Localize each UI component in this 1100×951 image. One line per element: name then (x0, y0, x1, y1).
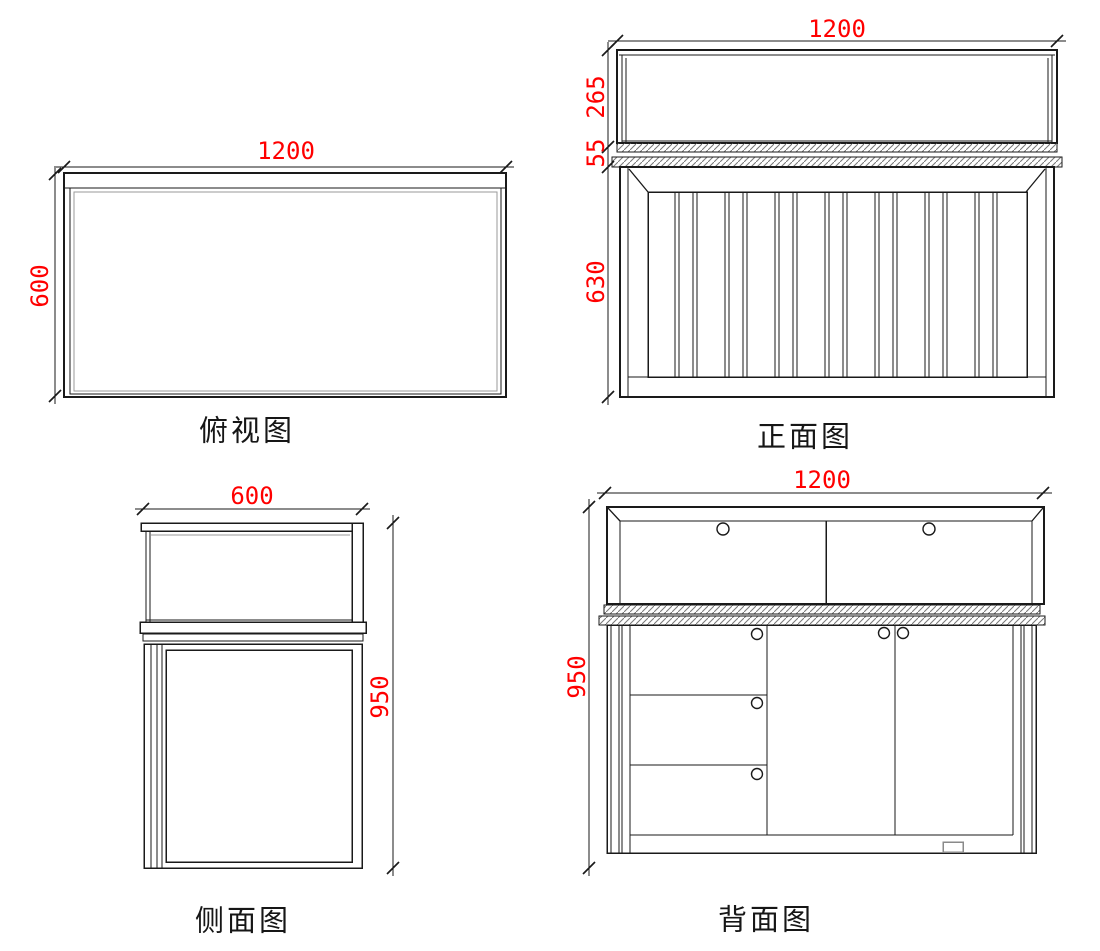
dimension-tick (582, 500, 596, 514)
back-view-width-dim: 1200 (793, 466, 851, 494)
finger-hole (877, 626, 891, 640)
finger-hole (750, 696, 764, 710)
back-counter-hatch-band (603, 604, 1041, 615)
top-view-label: 俯视图 (198, 413, 296, 448)
back-base-outline (606, 624, 1037, 854)
front-slat (992, 191, 998, 378)
side-top-slab (140, 522, 353, 532)
dimension-tick (598, 486, 612, 500)
cabinet-outline (73, 191, 498, 392)
back-view-label: 背面图 (717, 902, 815, 937)
front-counter-hatch-band (616, 142, 1058, 153)
front-slat (692, 191, 698, 378)
front-view-base-dim: 630 (582, 260, 610, 304)
front-slat-panel (647, 191, 1028, 378)
dimension-tick (48, 389, 62, 403)
back-bevel-line (607, 507, 621, 522)
finger-hole (750, 767, 764, 781)
front-slat (674, 191, 680, 378)
front-view-label: 正面图 (756, 419, 854, 454)
front-base-outline (619, 166, 1055, 398)
front-counter-hatch-band (611, 156, 1063, 168)
dimension-tick (601, 390, 615, 404)
side-back-post (351, 522, 364, 623)
back-counter-hatch-band (598, 615, 1046, 626)
side-base-outline (143, 643, 363, 869)
finger-hole (750, 627, 764, 641)
front-slat (874, 191, 880, 378)
front-slat (974, 191, 980, 378)
cabinet-outline (69, 187, 502, 395)
dimension-tick (355, 502, 369, 516)
dimension-tick (582, 861, 596, 875)
front-slat (924, 191, 930, 378)
finger-hole (716, 522, 730, 536)
side-view-label: 侧面图 (194, 903, 292, 938)
dimension-tick (57, 160, 71, 174)
front-slat (774, 191, 780, 378)
finger-hole (922, 522, 936, 536)
front-slat (892, 191, 898, 378)
dimension-tick (386, 861, 400, 875)
front-slat (824, 191, 830, 378)
front-slat (792, 191, 798, 378)
cabinet-outline (63, 172, 507, 398)
front-slat (942, 191, 948, 378)
front-bevel-line (1025, 168, 1046, 193)
back-bevel-line (1031, 507, 1044, 522)
front-bevel-line (628, 168, 649, 193)
front-slat (842, 191, 848, 378)
dimension-tick (601, 160, 615, 174)
dimension-tick (1050, 34, 1064, 48)
front-display-case-outline (616, 49, 1058, 144)
front-view-counter-dim: 55 (582, 138, 610, 168)
back-kick-vent (942, 841, 964, 853)
dimension-tick (601, 43, 615, 57)
cabinet-outline (142, 633, 364, 642)
dimension-tick (136, 502, 150, 516)
top-view-width-dim: 1200 (257, 137, 315, 165)
front-slat (724, 191, 730, 378)
side-view-depth-dim: 600 (230, 482, 274, 510)
front-view-width-dim: 1200 (808, 15, 866, 43)
top-view-depth-dim: 600 (26, 264, 54, 308)
front-view-display-dim: 265 (582, 75, 610, 119)
finger-hole (896, 626, 910, 640)
front-slat (742, 191, 748, 378)
dimension-tick (1036, 486, 1050, 500)
side-base-panel (165, 649, 353, 863)
dimension-tick (499, 160, 513, 174)
back-view-height-dim: 950 (563, 655, 591, 699)
dimension-tick (48, 167, 62, 181)
side-counter-band (139, 621, 367, 634)
dimension-tick (386, 516, 400, 530)
side-view-height-dim: 950 (366, 675, 394, 719)
dimension-tick (601, 140, 615, 154)
